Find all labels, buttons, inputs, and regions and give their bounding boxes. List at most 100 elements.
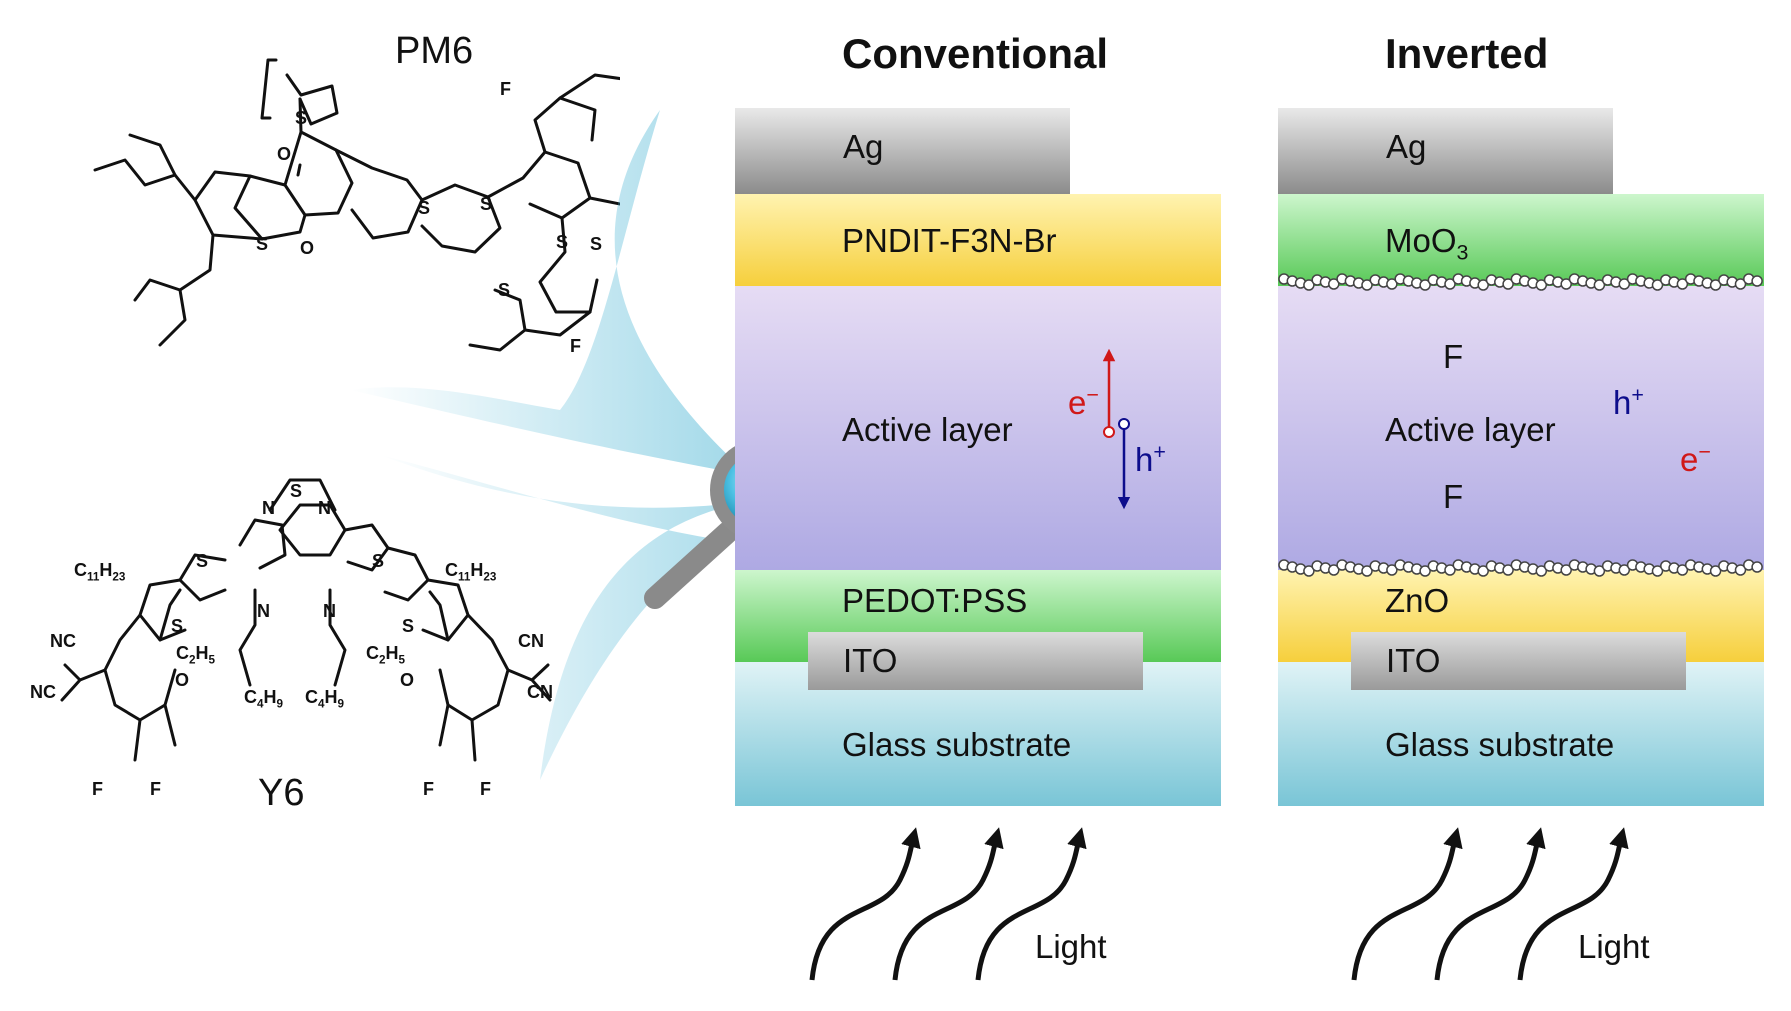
conventional-hole-label: h+ — [1135, 440, 1166, 478]
interface-particle — [1444, 564, 1456, 576]
interface-particle — [1618, 564, 1631, 576]
svg-text:S: S — [196, 551, 208, 571]
interface-particle — [1361, 565, 1373, 577]
interface-particle — [1676, 278, 1689, 290]
interface-particle — [1502, 564, 1514, 576]
conventional-ito-layer: ITO — [808, 632, 1143, 690]
c2h5-left: C2H5 — [176, 643, 216, 667]
svg-text:N: N — [257, 601, 270, 621]
interface-particle — [1477, 565, 1489, 577]
inverted-ag-layer: Ag — [1278, 108, 1613, 194]
interface-particle — [1651, 565, 1664, 577]
interface-particle — [1676, 564, 1689, 576]
interface-particle — [1328, 278, 1340, 290]
inverted-glass-label: Glass substrate — [1385, 726, 1615, 763]
svg-text:F: F — [500, 79, 511, 99]
c4h9-right: C4H9 — [305, 687, 345, 711]
interface-particle — [1560, 564, 1572, 576]
svg-text:CN: CN — [527, 682, 553, 702]
svg-text:F: F — [150, 779, 161, 799]
svg-text:N: N — [262, 498, 275, 518]
interface-particle — [1386, 564, 1398, 576]
interface-particle — [1535, 279, 1548, 291]
conventional-ag-label: Ag — [843, 128, 884, 165]
c11h23-left: C11H23 — [74, 560, 126, 584]
inverted-hole-label: h+ — [1613, 383, 1644, 421]
conventional-light-label: Light — [1035, 928, 1107, 965]
svg-text:O: O — [400, 670, 414, 690]
interface-particle — [1328, 564, 1340, 576]
conventional-active-layer: Active layer — [735, 286, 1221, 570]
conventional-title: Conventional — [842, 30, 1109, 77]
interface-particle — [1560, 278, 1572, 290]
conventional-etl-label: PNDIT-F3N-Br — [842, 222, 1057, 259]
inverted-light-label: Light — [1578, 928, 1650, 965]
svg-text:O: O — [300, 238, 314, 258]
interface-particle — [1419, 565, 1431, 577]
svg-text:S: S — [290, 481, 302, 501]
interface-particle — [1477, 279, 1489, 291]
conventional-ag-layer: Ag — [735, 108, 1070, 194]
conventional-active-label: Active layer — [842, 411, 1013, 448]
svg-text:S: S — [590, 234, 602, 254]
conventional-electron-label: e− — [1068, 383, 1099, 421]
interface-particle — [1361, 279, 1373, 291]
inverted-htl-layer: MoO3 — [1278, 194, 1764, 286]
c4h9-left: C4H9 — [244, 687, 284, 711]
c2h5-right: C2H5 — [366, 643, 406, 667]
interface-particle — [1502, 278, 1514, 290]
interface-particle — [1751, 275, 1763, 287]
inverted-electron-label: e− — [1680, 440, 1711, 478]
interface-particle — [1651, 279, 1664, 291]
pm6-structure: S S S S S S S O O F F n — [30, 58, 620, 799]
svg-text:F: F — [570, 336, 581, 356]
conventional-glass-label: Glass substrate — [842, 726, 1072, 763]
svg-text:S: S — [295, 108, 307, 128]
interface-particle — [1303, 565, 1315, 577]
conventional-ito-label: ITO — [843, 642, 898, 679]
inverted-htl-label: MoO3 — [1385, 222, 1469, 265]
interface-particle — [1386, 278, 1398, 290]
inverted-etl-label: ZnO — [1385, 582, 1450, 619]
interface-particle — [1593, 279, 1606, 291]
interface-particle — [1709, 279, 1722, 291]
interface-particle — [1734, 564, 1747, 576]
inverted-ito-layer: ITO — [1351, 632, 1686, 690]
svg-text:S: S — [418, 198, 430, 218]
interface-particle — [1751, 561, 1763, 573]
svg-text:O: O — [277, 144, 291, 164]
conventional-etl-layer: PNDIT-F3N-Br — [735, 194, 1221, 286]
inverted-title: Inverted — [1385, 30, 1549, 77]
svg-text:F: F — [423, 779, 434, 799]
svg-text:CN: CN — [518, 631, 544, 651]
inverted-active-label: Active layer — [1385, 411, 1556, 448]
svg-text:NC: NC — [30, 682, 56, 702]
interface-particle — [1734, 278, 1747, 290]
inverted-fluorine-top-label: F — [1443, 338, 1464, 375]
svg-text:S: S — [556, 232, 568, 252]
svg-text:N: N — [318, 498, 331, 518]
inverted-ito-label: ITO — [1386, 642, 1441, 679]
svg-text:NC: NC — [50, 631, 76, 651]
inverted-fluorine-bottom-label: F — [1443, 478, 1464, 515]
y6-label: Y6 — [258, 772, 305, 814]
molecule-panel: S S S S S S S O O F F n — [0, 0, 620, 820]
svg-text:S: S — [372, 551, 384, 571]
svg-text:O: O — [175, 670, 189, 690]
svg-text:S: S — [402, 616, 414, 636]
inverted-ag-label: Ag — [1386, 128, 1427, 165]
conventional-htl-label: PEDOT:PSS — [842, 582, 1028, 619]
interface-particle — [1709, 565, 1722, 577]
svg-text:N: N — [323, 601, 336, 621]
c11h23-right: C11H23 — [445, 560, 497, 584]
svg-text:S: S — [480, 194, 492, 214]
svg-text:S: S — [256, 234, 268, 254]
pm6-label: PM6 — [395, 30, 474, 72]
svg-text:F: F — [92, 779, 103, 799]
svg-text:S: S — [171, 616, 183, 636]
inverted-active-layer: Active layer — [1278, 286, 1764, 570]
interface-particle — [1419, 279, 1431, 291]
svg-text:F: F — [480, 779, 491, 799]
